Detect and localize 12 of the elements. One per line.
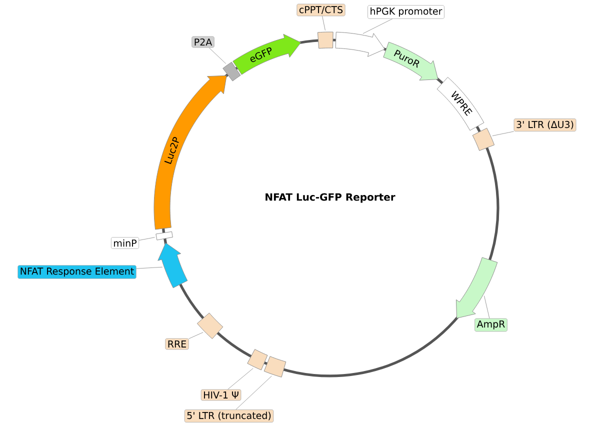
feature-label: cPPT/CTS — [296, 4, 346, 16]
leader-line — [362, 18, 393, 34]
feature-label: hPGK promoter — [368, 5, 444, 19]
feature-label: HIV-1 Ψ — [200, 389, 242, 401]
leader-line — [138, 237, 155, 241]
feature-label: 5' LTR (truncated) — [184, 410, 274, 422]
feature-label: 3' LTR (ΔU3) — [514, 118, 576, 132]
feature-label: minP — [110, 237, 140, 249]
leader-line — [236, 376, 272, 410]
leader-line — [322, 16, 326, 31]
feature-label: NFAT Response Element — [18, 265, 136, 279]
leader-line — [136, 266, 163, 269]
